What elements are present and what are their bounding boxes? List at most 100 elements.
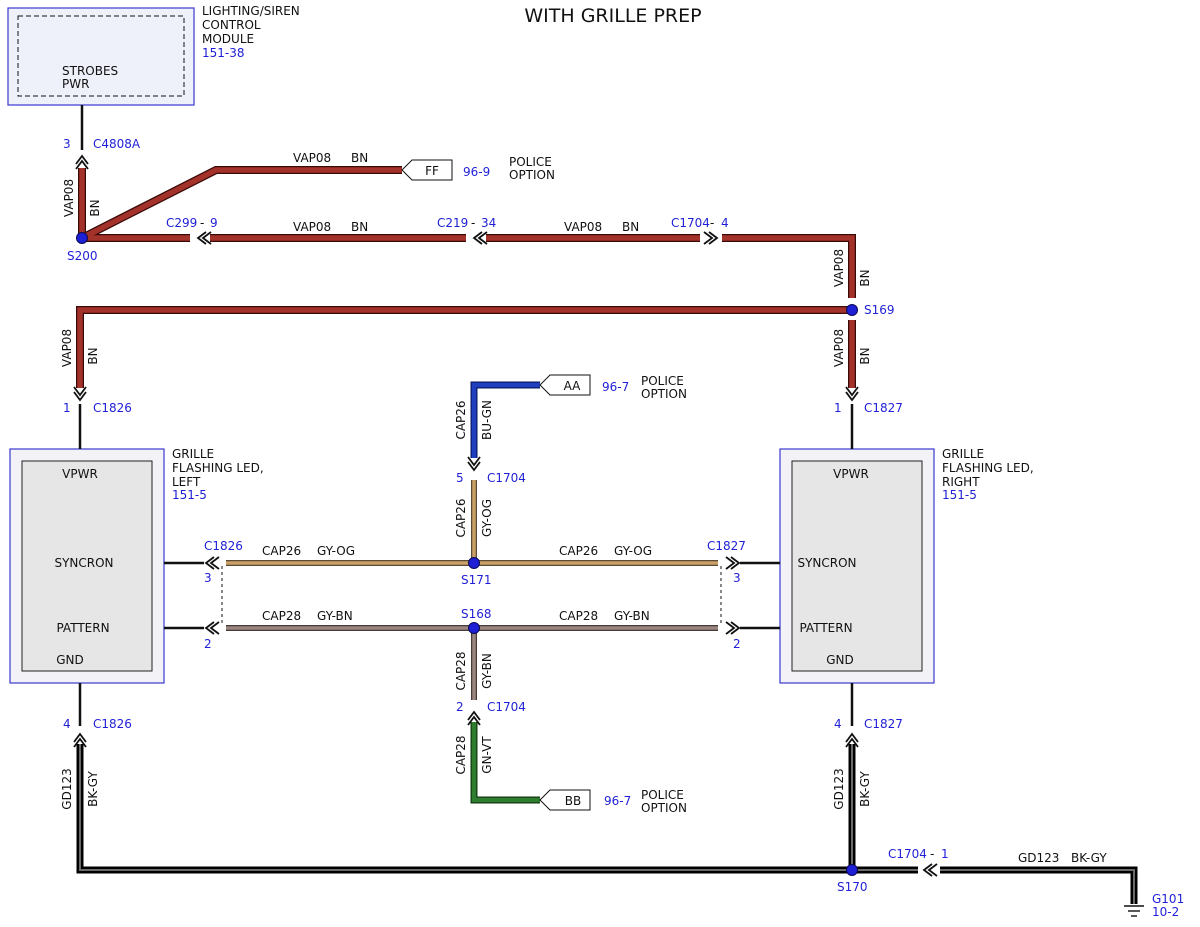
wire-label-cap26-lower: CAP26 [454, 498, 468, 537]
chevron-c1827-1 [845, 386, 859, 402]
wire-fill [77, 167, 855, 388]
wire-label-vap08-s200: VAP08 [62, 179, 76, 217]
chevron-c1826-1 [73, 386, 87, 402]
wire-label-gd123-right: GD123 [832, 768, 846, 809]
lighting-siren-control-module: STROBES PWR LIGHTING/SIREN CONTROL MODUL… [7, 4, 300, 106]
tag-ff-note-1: POLICE [509, 155, 552, 169]
splice-s168 [468, 622, 480, 634]
wire-label-cap28-lower: CAP28 [454, 735, 468, 774]
c1704-2-pin: 2 [456, 700, 464, 714]
c219-pin: 34 [481, 216, 496, 230]
pin-pattern: PATTERN [56, 621, 109, 635]
splice-s200 [76, 232, 88, 244]
tag-ff [401, 159, 453, 181]
splice-s200-label: S200 [67, 249, 98, 263]
pin-syncron: SYNCRON [54, 556, 113, 570]
wire-label-bk-gy-left: BK-GY [86, 771, 100, 807]
c219-dash: - [471, 216, 475, 230]
tag-bb-label: BB [565, 794, 581, 808]
wire-cap28-gy-bn [226, 625, 718, 700]
c1704-4-pin: 4 [721, 216, 729, 230]
wire-label-bu-gn: BU-GN [480, 400, 494, 440]
module-name-line-1: GRILLE [172, 447, 214, 461]
ground-name: G101 [1152, 892, 1184, 906]
wire-label-cap28-right: CAP28 [559, 609, 598, 623]
tag-aa-ref: 96-7 [602, 380, 629, 394]
wire-cap26-bu-gn [470, 381, 540, 458]
wire-label-vap08-top: VAP08 [293, 151, 331, 165]
c1704-1-dash: - [930, 847, 934, 861]
c1826-3-pin: 3 [204, 571, 212, 585]
c1704-4-dash: - [710, 216, 714, 230]
c1826-4-pin: 4 [63, 717, 71, 731]
c1827-4-pin: 4 [834, 717, 842, 731]
c1827-1-pin: 1 [834, 401, 842, 415]
chevron-c1827-2 [725, 621, 741, 635]
splice-dots [76, 232, 858, 876]
module-box [7, 7, 195, 106]
c299-pin: 9 [210, 216, 218, 230]
module-name-line-2: FLASHING LED, [172, 461, 264, 475]
c4808a-pin: 3 [63, 137, 71, 151]
splice-s171-label: S171 [461, 573, 492, 587]
pin-label-line-2: PWR [62, 77, 89, 91]
c1826-3-name: C1826 [204, 539, 243, 553]
pin-gnd: GND [826, 653, 854, 667]
splice-s171 [468, 557, 480, 569]
wire-fill [471, 722, 540, 803]
c1827-2-pin: 2 [733, 637, 741, 651]
c1826-2-pin: 2 [204, 637, 212, 651]
module-internal-box [17, 15, 185, 97]
tag-aa [539, 374, 591, 396]
chevron-c1826-4 [73, 732, 87, 748]
c1704-1-pin: 1 [941, 847, 949, 861]
wire-label-bk-gy-right: BK-GY [858, 771, 872, 807]
wire-label-bn-mid2: BN [622, 220, 639, 234]
wire-vap08-bn [76, 166, 856, 388]
tag-aa-note-1: POLICE [641, 374, 684, 388]
wire-label-bn-mid1: BN [351, 220, 368, 234]
chevron-c1704-4 [703, 231, 719, 245]
c299-name: C299 [166, 216, 197, 230]
module-name-line-2: FLASHING LED, [942, 461, 1034, 475]
wire-label-bk-gy-bottom: BK-GY [1071, 851, 1107, 865]
chevron-c1827-4 [845, 732, 859, 748]
wire-label-vap08-right-upper: VAP08 [832, 249, 846, 287]
pin-pattern: PATTERN [799, 621, 852, 635]
wire-label-vap08-mid1: VAP08 [293, 220, 331, 234]
wire-label-bn-left: BN [86, 347, 100, 364]
module-ref: 151-38 [202, 46, 245, 60]
module-name-line-1: LIGHTING/SIREN [202, 4, 300, 18]
tag-bb-ref: 96-7 [604, 794, 631, 808]
grille-flashing-led-right: VPWR SYNCRON PATTERN GND GRILLE FLASHING… [779, 447, 1034, 684]
wire-label-bn-top: BN [351, 151, 368, 165]
pin-vpwr: VPWR [62, 467, 98, 481]
wire-cap28-gn-vt [470, 722, 540, 804]
pin-gnd: GND [56, 653, 84, 667]
wire-label-gd123-left: GD123 [60, 768, 74, 809]
ground-ref: 10-2 [1152, 905, 1179, 919]
wire-edge [226, 625, 718, 700]
chevron-c1827-3 [725, 556, 741, 570]
wire-fill [471, 382, 540, 458]
splice-s169 [846, 304, 858, 316]
ground-symbol-icon [1124, 905, 1144, 917]
wire-label-vap08-right-lower: VAP08 [832, 329, 846, 367]
c1704-4-name: C1704 [671, 216, 710, 230]
c1704-5-name: C1704 [487, 471, 526, 485]
tag-bb-note-1: POLICE [641, 788, 684, 802]
c1827-1-name: C1827 [864, 401, 903, 415]
wire-label-cap28-left: CAP28 [262, 609, 301, 623]
c219-name: C219 [437, 216, 468, 230]
wire-label-gy-og-left: GY-OG [317, 544, 355, 558]
c1826-1-name: C1826 [93, 401, 132, 415]
module-name-line-2: CONTROL [202, 18, 261, 32]
offpage-tags [401, 159, 591, 811]
module-name-line-3: MODULE [202, 32, 254, 46]
wire-gd123-bk-gy [76, 744, 1138, 904]
module-name-line-1: GRILLE [942, 447, 984, 461]
pin-label-line-1: STROBES [62, 64, 118, 78]
wire-label-bn-right-upper: BN [858, 269, 872, 286]
c1826-4-name: C1826 [93, 717, 132, 731]
c1826-1-pin: 1 [63, 401, 71, 415]
